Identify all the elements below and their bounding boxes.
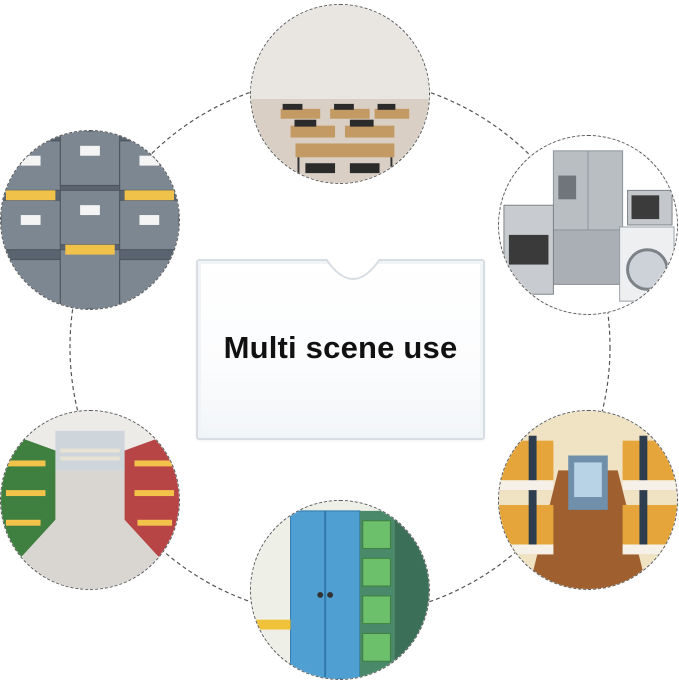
- scene-classroom: [250, 4, 430, 184]
- sleeve-thumb-notch: [325, 258, 381, 280]
- classroom-icon: [251, 5, 429, 183]
- scene-supermarket: [0, 410, 180, 590]
- supermarket-icon: [1, 411, 179, 589]
- scene-storage-lockers: [250, 500, 430, 680]
- scene-kitchen-appliances: [498, 135, 678, 315]
- headline: Multi scene use: [223, 330, 458, 365]
- scene-filing-cabinets: [0, 130, 180, 310]
- dormitory-icon: [499, 411, 677, 589]
- scene-dormitory: [498, 410, 678, 590]
- locker-icon: [251, 501, 429, 679]
- appliances-icon: [499, 136, 677, 314]
- filing-cabinet-icon: [1, 131, 179, 309]
